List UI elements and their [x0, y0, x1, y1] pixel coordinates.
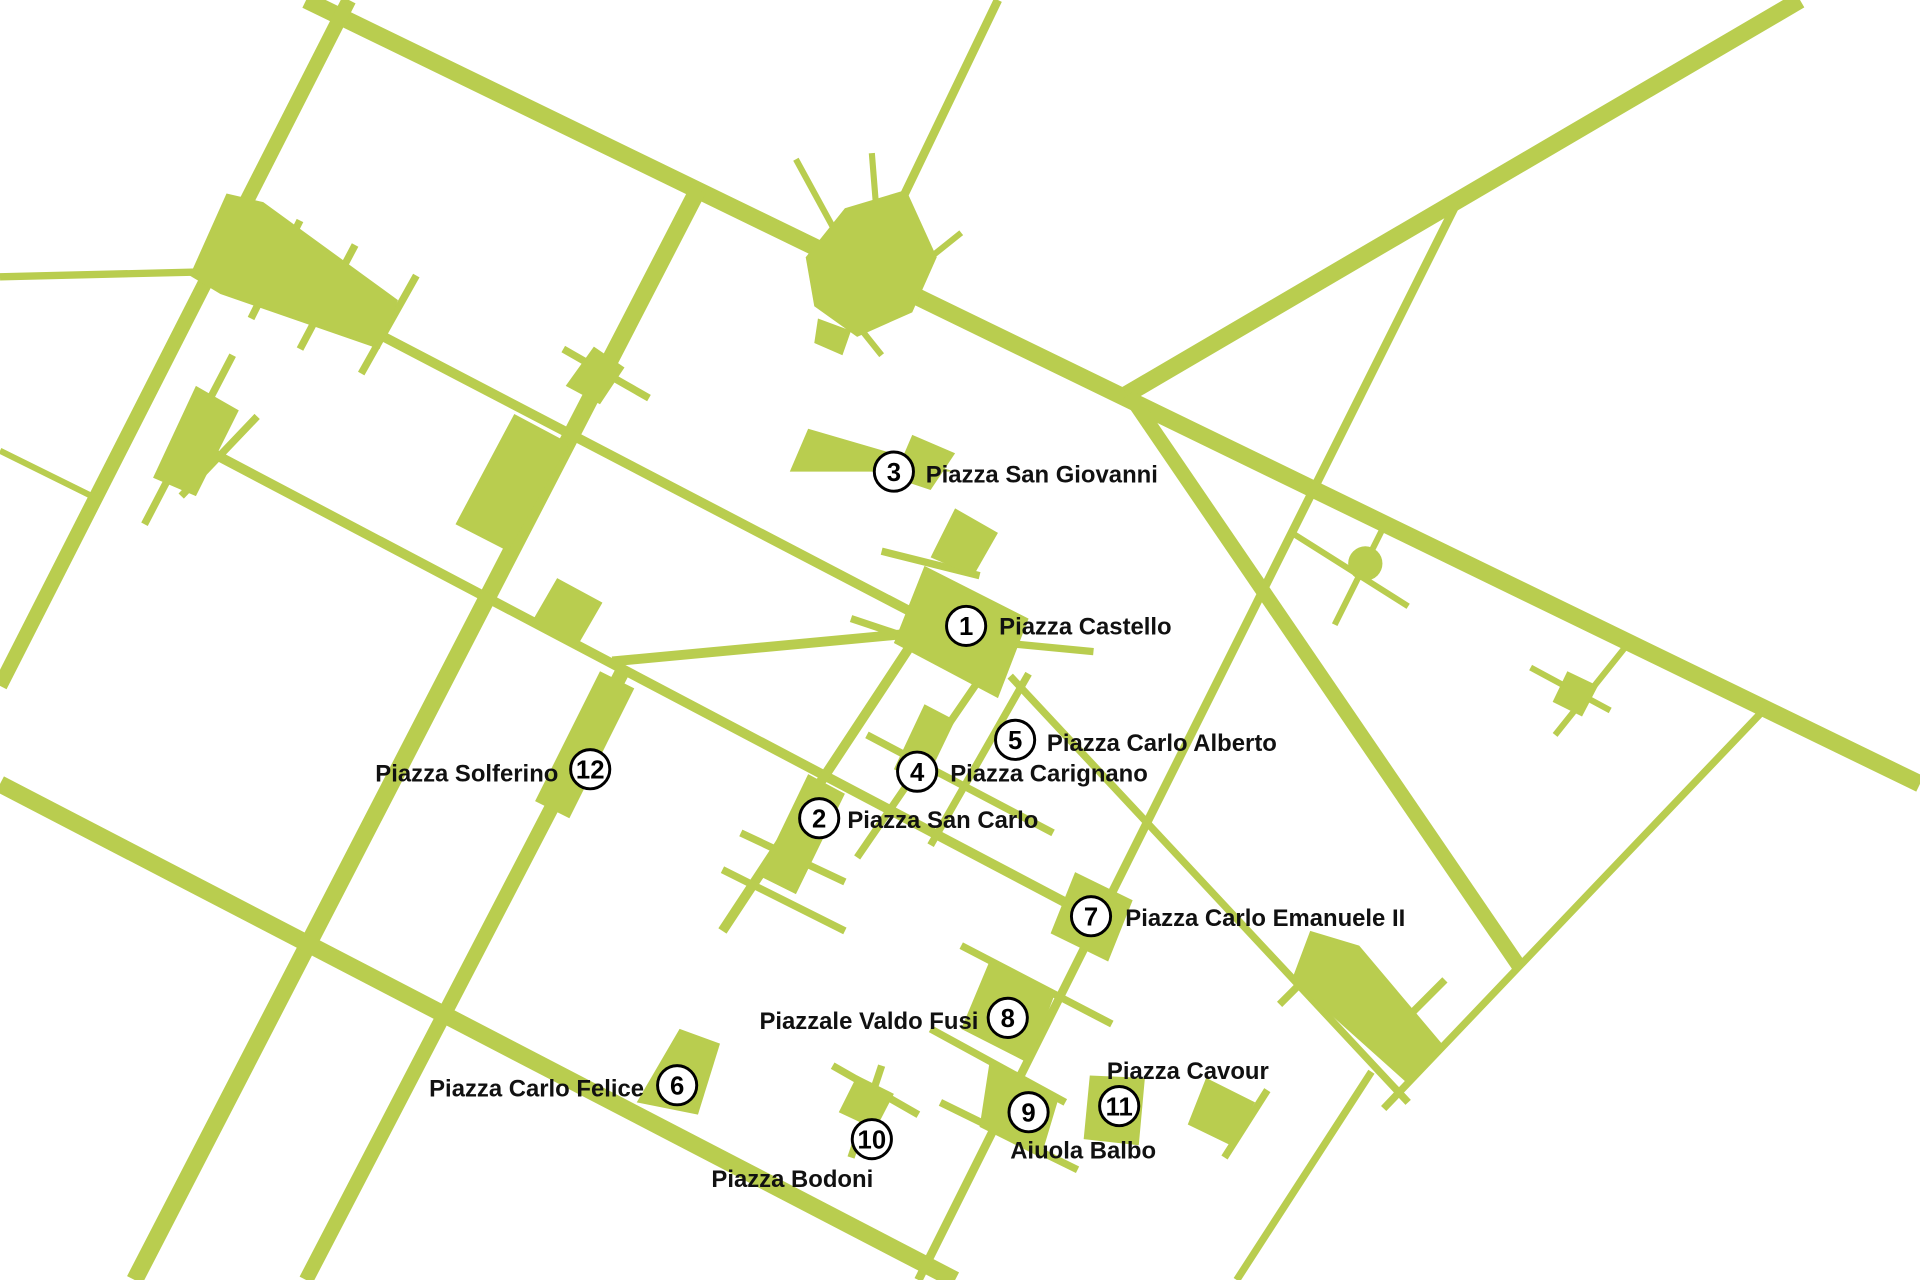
place-label: Piazza Carlo Alberto	[1047, 730, 1277, 757]
place-marker-6[interactable]: 6 Piazza Carlo Felice	[429, 1064, 699, 1107]
place-marker-1[interactable]: 1 Piazza Castello	[945, 604, 1172, 647]
piazza-shape	[565, 346, 625, 405]
place-label: Piazza San Giovanni	[926, 462, 1158, 489]
marker-number: 12	[576, 756, 605, 784]
piazza-shape	[1291, 930, 1445, 1085]
place-label: Aiuola Balbo	[1010, 1138, 1156, 1165]
place-label: Piazza Carignano	[950, 760, 1148, 787]
place-marker-12[interactable]: 12 Piazza Solferino	[375, 748, 612, 791]
piazza-shape	[1187, 1077, 1256, 1146]
marker-number: 2	[812, 805, 826, 833]
street	[611, 629, 901, 667]
street	[927, 671, 1032, 847]
piazza-shape	[455, 414, 570, 552]
marker-circle	[569, 748, 612, 791]
place-marker-5[interactable]: 5 Piazza Carlo Alberto	[994, 718, 1277, 761]
piazza-shape	[153, 385, 239, 497]
marker-number: 6	[670, 1072, 684, 1100]
place-label: Piazza Carlo Emanuele II	[1125, 905, 1405, 932]
place-label: Piazza San Carlo	[847, 807, 1038, 834]
marker-number: 7	[1084, 903, 1098, 931]
marker-circle	[994, 718, 1037, 761]
street	[928, 230, 964, 260]
piazza-shape	[1348, 546, 1383, 581]
marker-number: 11	[1106, 1093, 1133, 1121]
place-label: Piazza Cavour	[1107, 1058, 1269, 1085]
street	[205, 446, 1080, 914]
street	[302, 0, 1920, 792]
piazza-shape	[189, 193, 398, 350]
marker-circle	[1069, 895, 1113, 938]
street	[0, 776, 960, 1280]
street	[899, 0, 1002, 198]
street	[720, 866, 847, 935]
street	[1221, 1088, 1271, 1160]
piazza-shape	[814, 318, 852, 356]
piazza-shape	[838, 1075, 894, 1130]
piazza-shapes	[153, 189, 1598, 1158]
street	[0, 268, 203, 281]
street	[1122, 390, 1525, 970]
place-marker-11[interactable]: 11 Piazza Cavour	[1098, 1058, 1269, 1128]
marker-circle	[945, 604, 988, 647]
marker-circle	[798, 797, 841, 840]
place-label: Piazza Bodoni	[711, 1166, 873, 1193]
street	[1003, 639, 1094, 656]
street	[793, 157, 836, 229]
street	[0, 448, 94, 499]
place-marker-2[interactable]: 2 Piazza San Carlo	[798, 797, 1039, 840]
place-marker-3[interactable]: 3 Piazza San Giovanni	[872, 450, 1158, 493]
street	[849, 615, 908, 641]
piazza-shape	[530, 578, 603, 650]
place-label: Piazza Carlo Felice	[429, 1075, 644, 1102]
marker-number: 9	[1021, 1099, 1035, 1127]
street	[1122, 0, 1805, 402]
place-marker-8[interactable]: 8 Piazzale Valdo Fusi	[759, 996, 1029, 1039]
marker-circle	[986, 996, 1029, 1039]
marker-circle	[850, 1118, 893, 1161]
marker-number: 8	[1001, 1005, 1015, 1033]
street	[0, 0, 356, 690]
piazza-shape	[930, 508, 998, 576]
marker-number: 4	[910, 759, 925, 787]
place-marker-7[interactable]: 7 Piazza Carlo Emanuele II	[1069, 895, 1405, 938]
place-label: Piazzale Valdo Fusi	[759, 1008, 978, 1035]
marker-number: 10	[858, 1126, 887, 1154]
marker-number: 1	[959, 613, 973, 641]
street	[880, 547, 981, 580]
street	[365, 323, 915, 617]
piazza-shape	[1552, 671, 1598, 717]
street	[1381, 705, 1769, 1112]
piazza-shape	[535, 671, 635, 819]
marker-circle	[656, 1064, 699, 1107]
street	[865, 731, 1055, 837]
marker-number: 5	[1008, 727, 1022, 755]
place-marker-4[interactable]: 4 Piazza Carignano	[896, 750, 1148, 793]
street	[1007, 673, 1411, 1105]
street	[1233, 1069, 1375, 1280]
place-label: Piazza Castello	[999, 613, 1171, 640]
marker-circle	[1098, 1084, 1141, 1128]
marker-circle	[896, 750, 939, 793]
marker-circle	[872, 450, 915, 493]
place-label: Piazza Solferino	[375, 760, 558, 787]
piazza-shape	[805, 189, 937, 337]
marker-number: 3	[887, 459, 901, 487]
marker-circle	[1007, 1091, 1050, 1134]
